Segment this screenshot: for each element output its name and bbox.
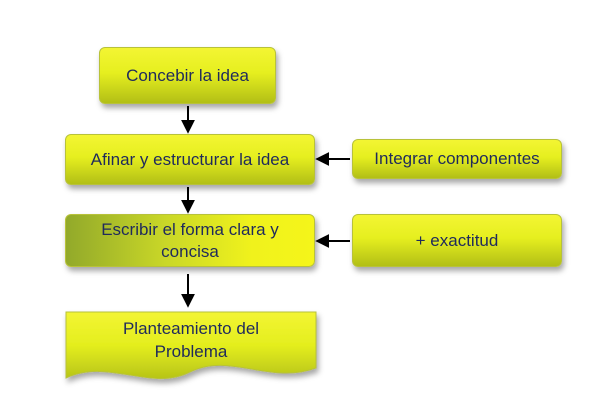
step-escribir-label: Escribir el forma clara y concisa [101,219,279,261]
input-exactitud-box: + exactitud [352,214,562,267]
problem-document-label: Planteamiento del Problema [66,317,316,363]
step-afinar-label: Afinar y estructurar la idea [90,149,290,169]
step-afinar-box: Afinar y estructurar la idea [65,134,315,185]
input-integrar-box: Integrar componentes [352,139,562,179]
step-escribir-box: Escribir el forma clara y concisa [65,214,315,267]
input-exactitud-label: + exactitud [415,230,499,250]
step-concebir-label: Concebir la idea [126,65,249,85]
problem-label-line2: Problema [154,342,228,361]
problem-label-line1: Planteamiento del [122,319,260,338]
step-concebir-box: Concebir la idea [99,47,276,104]
input-integrar-label: Integrar componentes [374,149,540,168]
